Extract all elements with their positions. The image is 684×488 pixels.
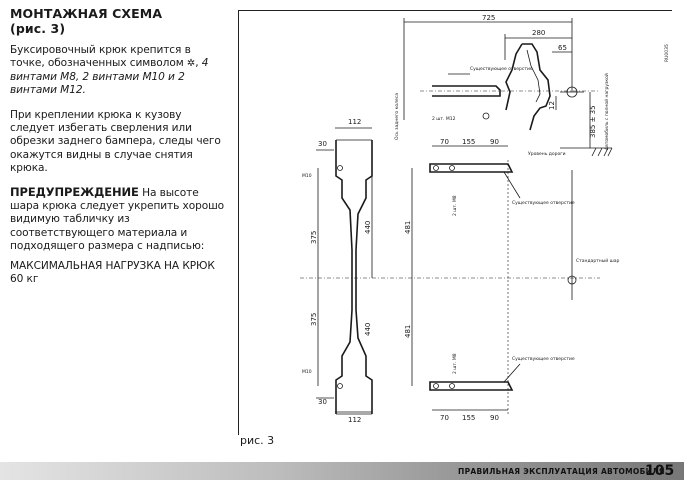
hitch-side-bar (432, 85, 501, 97)
dim-375-bottom: 375 (310, 313, 318, 326)
dim-280: 280 (532, 29, 545, 37)
load-note: Автомобиль с полной нагрузкой (603, 73, 610, 150)
dim-725: 725 (482, 14, 495, 22)
drawing-frame (238, 10, 672, 435)
mounting-diagram: RU0035 725 280 65 Существующее отверстие… (300, 14, 670, 424)
dim-70-bottom: 70 (440, 414, 449, 422)
mount-point-icon: ✲ (186, 58, 196, 70)
m10-hole-bottom (337, 383, 343, 389)
existing-hole-label-1: Существующее отверстие (470, 66, 533, 72)
dim-70-top: 70 (440, 138, 449, 146)
existing-hole-leader-3 (503, 363, 521, 383)
p1-text-c: 4 винтами М8, 2 винтами М10 и 2 винтами … (10, 57, 209, 97)
dim-30-bottom: 30 (318, 398, 327, 406)
p1-text-a: Буксировочный крюк крепится в точке, обо… (10, 44, 191, 70)
bolt-top-1 (433, 165, 439, 171)
dim-112-bottom: 112 (348, 416, 361, 424)
p1-text-b: , (195, 57, 199, 70)
crossbar-bottom (429, 381, 514, 391)
existing-hole-label-2: Существующее отверстие (512, 200, 575, 206)
paragraph-mounting: Буксировочный крюк крепится в точке, обо… (10, 44, 225, 98)
figure-code: RU0035 (664, 44, 670, 62)
warning-title: ПРЕДУПРЕЖДЕНИЕ (10, 184, 139, 199)
m12-bolt (482, 112, 490, 120)
crossbar-top (429, 163, 514, 173)
m10-label-top: M10 (302, 173, 312, 179)
existing-hole-leader-2 (503, 171, 521, 199)
warning-text: На высоте шара крюка следует укрепить хо… (10, 186, 225, 253)
footer-title: ПРАВИЛЬНАЯ ЭКСПЛУАТАЦИЯ АВТОМОБИЛЯ (458, 467, 665, 476)
page-number: 105 (645, 463, 675, 479)
m8-label-bottom: 2 шт. M8 (452, 353, 458, 374)
section-heading: МОНТАЖНАЯ СХЕМА (рис. 3) (10, 6, 225, 36)
dim-481-top: 481 (404, 221, 412, 234)
paragraph-warning: ПРЕДУПРЕЖДЕНИЕ На высоте шара крюка след… (10, 184, 225, 254)
dim-90-bottom: 90 (490, 414, 499, 422)
dim-481-bottom: 481 (404, 325, 412, 338)
heading-line2: (рис. 3) (10, 21, 66, 36)
dim-440-top: 440 (364, 221, 372, 234)
ground-label: Уровень дороги (528, 151, 566, 157)
dim-112-top: 112 (348, 118, 361, 126)
existing-hole-label-3: Существующее отверстие (512, 356, 575, 362)
dim-440-bottom: 440 (364, 323, 372, 336)
rear-axle-label: Ось заднего колеса (394, 93, 400, 140)
bumper-profile (505, 43, 551, 131)
m10-label-bottom: M10 (302, 369, 312, 375)
dim-12: 12 (548, 101, 556, 110)
standard-ball-label: Стандартный шар (576, 257, 620, 264)
dim-155-bottom: 155 (462, 414, 475, 422)
m10-hole-top (337, 165, 343, 171)
footer-band (0, 462, 684, 480)
dim-375-top: 375 (310, 231, 318, 244)
paragraph-bumper: При креплении крюка к кузову следует изб… (10, 108, 221, 175)
paragraph-max-load: МАКСИМАЛЬНАЯ НАГРУЗКА НА КРЮК 60 кг (10, 259, 215, 286)
dim-385: 385 ± 35 (589, 105, 597, 138)
bolt-bottom-2 (449, 383, 455, 389)
bumper-inner (526, 49, 541, 103)
dim-90-top: 90 (490, 138, 499, 146)
heading-line1: МОНТАЖНАЯ СХЕМА (10, 6, 163, 21)
dim-155-top: 155 (462, 138, 475, 146)
ground-hatch (591, 147, 613, 157)
m8-label-top: 2 шт. M8 (452, 195, 458, 216)
dim-65: 65 (558, 44, 567, 52)
m12-label: 2 шт. M12 (432, 116, 456, 122)
bolt-top-2 (449, 165, 455, 171)
figure-caption: рис. 3 (240, 434, 275, 447)
text-column: МОНТАЖНАЯ СХЕМА (рис. 3) Буксировочный к… (10, 6, 225, 287)
dim-30-top: 30 (318, 140, 327, 148)
bolt-bottom-1 (433, 383, 439, 389)
bracket-plate (335, 140, 373, 414)
